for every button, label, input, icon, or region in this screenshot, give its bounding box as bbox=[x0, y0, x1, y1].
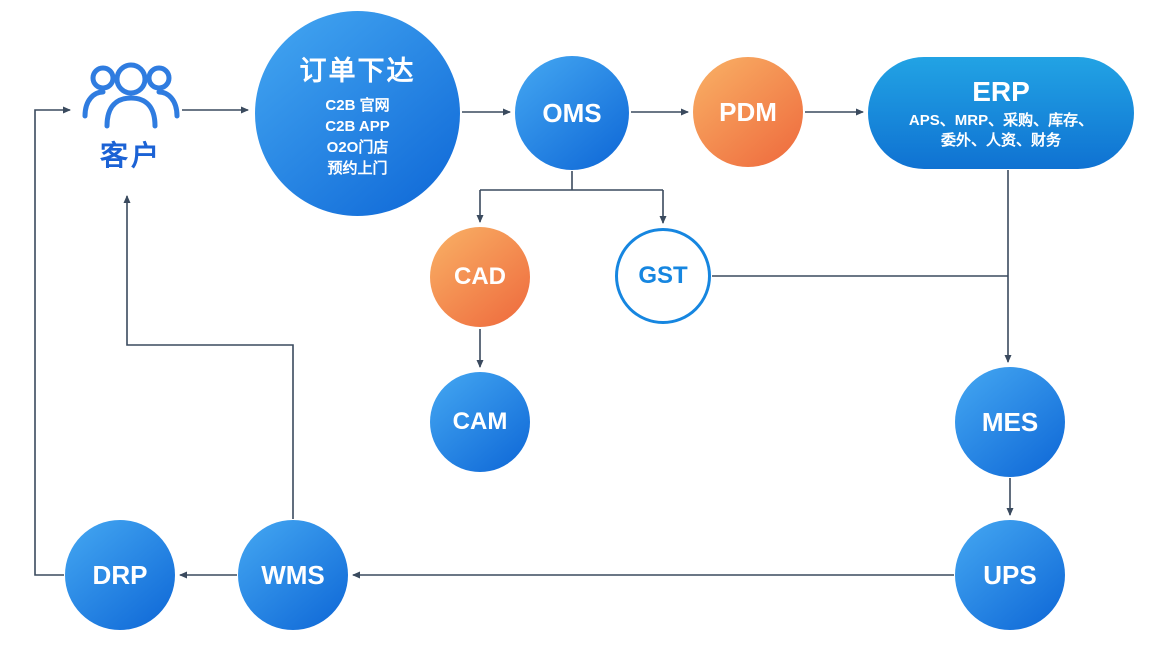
node-cad: CAD bbox=[430, 227, 530, 327]
node-order-channel: C2B APP bbox=[325, 117, 390, 135]
node-pdm: PDM bbox=[693, 57, 803, 167]
arrow-drp-to-customer bbox=[34, 106, 71, 576]
node-pdm-label: PDM bbox=[719, 96, 777, 127]
node-erp-title: ERP bbox=[972, 75, 1030, 107]
node-oms-label: OMS bbox=[542, 97, 602, 128]
arrow-wms-to-customer bbox=[123, 195, 294, 519]
node-wms: WMS bbox=[238, 520, 348, 630]
node-order-channel: O2O门店 bbox=[326, 138, 389, 156]
customer: 客户 bbox=[76, 52, 186, 174]
node-gst: GST bbox=[615, 228, 711, 324]
node-mes: MES bbox=[955, 367, 1065, 477]
node-drp: DRP bbox=[65, 520, 175, 630]
node-ups: UPS bbox=[955, 520, 1065, 630]
node-ups-label: UPS bbox=[983, 559, 1037, 590]
node-oms: OMS bbox=[515, 56, 629, 170]
customer-label: 客户 bbox=[99, 140, 162, 171]
node-cad-label: CAD bbox=[454, 263, 506, 290]
customer-icon bbox=[82, 62, 180, 129]
node-order-channel: C2B 官网 bbox=[325, 96, 390, 114]
node-erp-subtitle: APS、MRP、采购、库存、 bbox=[908, 111, 1094, 129]
node-gst-label: GST bbox=[638, 262, 688, 289]
node-mes-label: MES bbox=[981, 406, 1039, 437]
node-wms-label: WMS bbox=[261, 559, 325, 590]
node-drp-label: DRP bbox=[92, 559, 148, 590]
node-order-title: 订单下达 bbox=[299, 55, 416, 86]
node-cam: CAM bbox=[430, 372, 530, 472]
node-erp: ERP APS、MRP、采购、库存、 委外、人资、财务 bbox=[868, 57, 1134, 169]
node-order: 订单下达 C2B 官网 C2B APP O2O门店 预约上门 bbox=[255, 11, 460, 216]
node-cam-label: CAM bbox=[452, 408, 508, 435]
node-order-channel: 预约上门 bbox=[327, 159, 388, 177]
node-erp-subtitle: 委外、人资、财务 bbox=[940, 131, 1061, 149]
